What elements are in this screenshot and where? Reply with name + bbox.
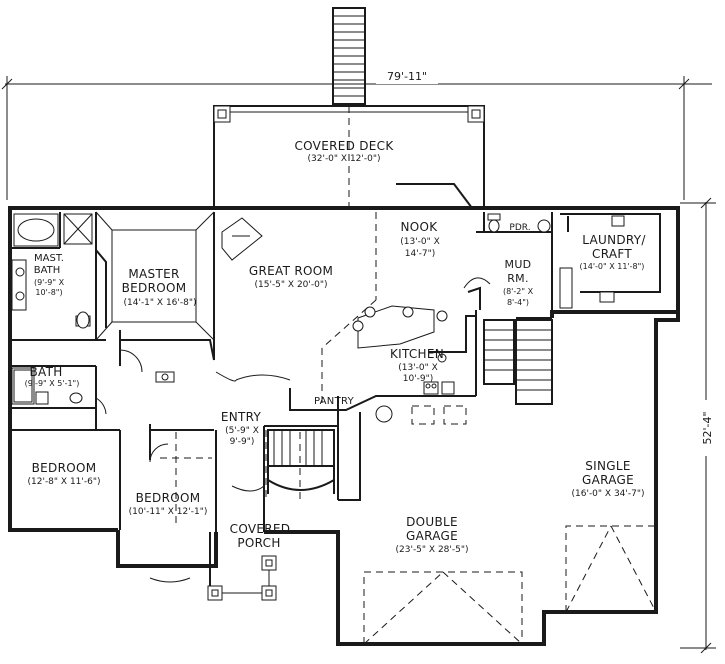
hall-bath-fixtures — [11, 367, 92, 409]
room-name-master-bedroom-a: MASTER — [128, 267, 179, 281]
utility-fixtures — [155, 213, 661, 383]
room-size-master-bath-a: (9'-9" X — [34, 278, 65, 287]
kitchen-fixtures — [352, 286, 481, 425]
overall-width-label: 79'-11" — [387, 70, 427, 83]
room-size-bedroom-1: (12'-8" X 11'-6") — [28, 477, 101, 487]
width-dimension-line — [1, 76, 712, 200]
entry-stairs — [267, 429, 335, 494]
room-size-great-room: (15'-5" X 20'-0") — [255, 280, 328, 290]
room-size-nook-a: (13'-0" X — [400, 237, 440, 247]
room-name-kitchen: KITCHEN — [390, 347, 444, 361]
room-size-master-bedroom: (14'-1" X 16'-8") — [124, 298, 197, 308]
room-name-bath: BATH — [29, 365, 62, 379]
room-name-covered-porch-a: COVERED — [230, 522, 291, 536]
room-size-master-bath-b: 10'-8") — [35, 288, 62, 297]
exterior-walls — [8, 206, 680, 646]
master-bath-fixtures — [11, 213, 93, 329]
room-name-laundry-b: CRAFT — [592, 247, 632, 261]
room-size-mud-room-b: 8'-4") — [507, 298, 529, 307]
covered-deck-outline — [213, 105, 485, 209]
room-name-pantry: PANTRY — [314, 396, 355, 407]
room-name-covered-deck: COVERED DECK — [294, 139, 394, 153]
room-name-laundry-a: LAUNDRY/ — [582, 233, 646, 247]
room-size-bedroom-2: (10'-11" X 12'-1") — [129, 507, 208, 517]
porch-posts — [207, 532, 277, 601]
room-name-nook: NOOK — [401, 220, 439, 234]
room-size-double-garage: (23'-5" X 28'-5") — [396, 545, 469, 555]
room-name-covered-porch-b: PORCH — [237, 536, 280, 550]
fireplace-icon — [221, 217, 263, 261]
room-size-single-garage: (16'-0" X 34'-7") — [572, 489, 645, 499]
room-size-bath: (9'-9" X 5'-1") — [25, 379, 80, 388]
room-size-entry-a: (5'-9" X — [225, 426, 259, 436]
room-name-single-garage-a: SINGLE — [585, 459, 631, 473]
room-name-great-room: GREAT ROOM — [249, 264, 333, 278]
room-name-single-garage-b: GARAGE — [582, 473, 634, 487]
room-size-mud-room-a: (8'-2" X — [503, 287, 534, 296]
room-size-entry-b: 9'-9") — [230, 437, 255, 447]
room-name-bedroom-2: BEDROOM — [136, 491, 201, 505]
room-name-entry: ENTRY — [221, 410, 262, 424]
room-name-bedroom-1: BEDROOM — [32, 461, 97, 475]
room-size-kitchen-b: 10'-9") — [403, 374, 434, 384]
deck-stairs — [332, 7, 366, 105]
overall-depth-label: 52'-4" — [701, 411, 714, 444]
ceiling-lines — [95, 211, 377, 528]
room-size-nook-b: 14'-7") — [405, 249, 436, 259]
door-swings — [95, 277, 491, 583]
room-name-double-garage-a: DOUBLE — [406, 515, 458, 529]
room-name-double-garage-b: GARAGE — [406, 529, 458, 543]
room-name-mud-room-a: MUD — [505, 258, 532, 271]
room-size-laundry: (14'-0" X 11'-8") — [580, 262, 645, 271]
room-name-mud-room-b: RM. — [507, 272, 529, 285]
room-name-master-bath-b: BATH — [34, 265, 61, 276]
room-size-kitchen-a: (13'-0" X — [398, 363, 438, 373]
garage-stairs — [483, 319, 553, 405]
room-name-master-bedroom-b: BEDROOM — [122, 281, 187, 295]
room-name-master-bath-a: MAST. — [34, 253, 64, 264]
room-size-covered-deck: (32'-0" X 12'-0") — [308, 154, 381, 164]
room-name-powder: PDR. — [509, 223, 530, 233]
garage-doors — [363, 525, 657, 645]
